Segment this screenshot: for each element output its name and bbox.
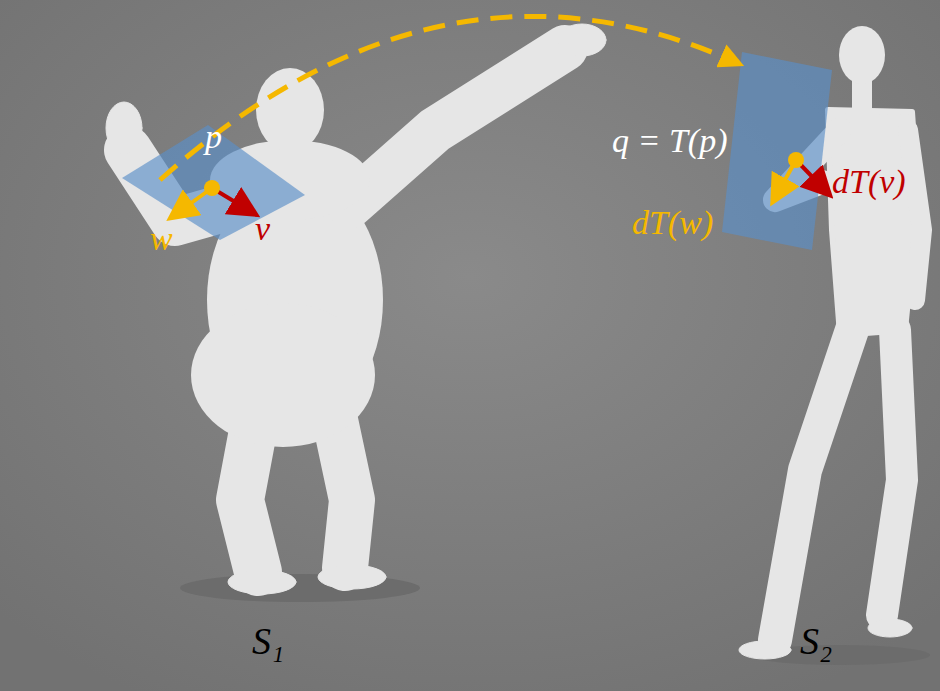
point-dot xyxy=(788,152,804,168)
point-dot xyxy=(204,180,220,196)
shape-label: S₁ xyxy=(252,622,284,660)
vector-label: dT(w) xyxy=(632,206,713,240)
vector-label: v xyxy=(255,212,270,246)
tangent-plane xyxy=(722,52,832,250)
gorilla-figure xyxy=(106,24,606,602)
vector-label: w xyxy=(150,222,173,256)
mapped-point-label: q = T(p) xyxy=(612,124,728,158)
mapping-arrow xyxy=(160,16,735,180)
vector-label: dT(v) xyxy=(832,165,906,199)
point-label: p xyxy=(205,120,222,154)
shape-label: S₂ xyxy=(800,622,832,660)
